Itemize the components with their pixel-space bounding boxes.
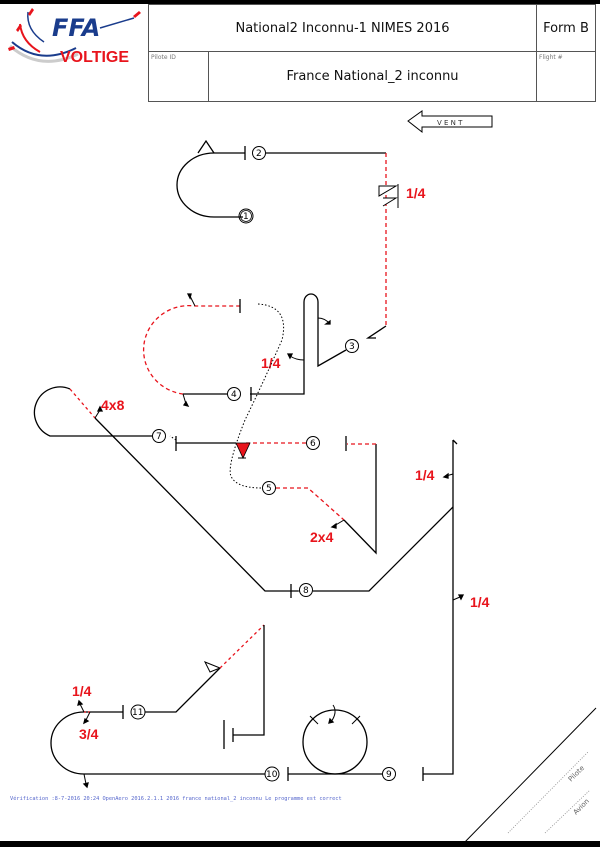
- figure-2: 2 1/4: [252, 146, 426, 339]
- figure-number-2: 2: [256, 149, 262, 159]
- figure-11: 1/4 3/4 11: [72, 624, 265, 749]
- figure-number-11: 11: [132, 708, 143, 718]
- figure-number-7: 7: [156, 432, 162, 442]
- wind-label: V E N T: [437, 119, 463, 127]
- verification-footer: Vérification :8-7-2016 20:24 OpenAero 20…: [10, 796, 342, 802]
- figure-number-6: 6: [310, 439, 316, 449]
- figure-5: 5 2x4: [262, 444, 377, 555]
- logo-ffa-text: FFA: [52, 14, 100, 42]
- airplane-icon: [8, 8, 141, 51]
- roll-label: 1/4: [406, 185, 426, 201]
- roll-label: 1/4: [72, 683, 92, 699]
- pilot-signature-label: Pilote: [567, 764, 586, 783]
- figure-number-1: 1: [243, 212, 249, 222]
- roll-label: 1/4: [415, 467, 435, 483]
- figure-1: 1: [176, 139, 254, 224]
- roll-label: 2x4: [310, 529, 334, 545]
- figure-number-10: 10: [266, 770, 278, 780]
- roll-label: 1/4: [470, 594, 490, 610]
- figure-7: 7 4x8: [33, 386, 298, 592]
- figure-number-5: 5: [266, 484, 272, 494]
- pilot-id-label: Pilote ID: [151, 54, 176, 61]
- figure-number-8: 8: [303, 586, 309, 596]
- figure-3: 3 1/4: [250, 293, 359, 395]
- figure-10: 10: [50, 711, 280, 789]
- logo-voltige-text: VOLTIGE: [60, 49, 129, 64]
- figure-number-3: 3: [349, 342, 355, 352]
- figure-6: 6: [169, 435, 376, 459]
- flight-number-label: Flight #: [539, 54, 563, 61]
- figure-number-4: 4: [231, 390, 237, 400]
- figure-number-9: 9: [386, 770, 392, 780]
- figure-9: 9: [287, 704, 396, 781]
- roll-label: 4x8: [101, 397, 125, 413]
- ffa-voltige-logo: FFA VOLTIGE: [8, 8, 141, 64]
- signature-corner: Pilote Avion: [461, 707, 597, 846]
- figure-8: 8 1/4 1/4: [290, 439, 490, 781]
- roll-label: 1/4: [261, 355, 281, 371]
- roll-label: 3/4: [79, 726, 99, 742]
- aircraft-signature-label: Avion: [572, 797, 591, 816]
- wind-arrow-icon: V E N T: [407, 110, 493, 134]
- flight-number-field[interactable]: Flight #: [536, 51, 596, 102]
- figure-4: 4: [142, 293, 284, 489]
